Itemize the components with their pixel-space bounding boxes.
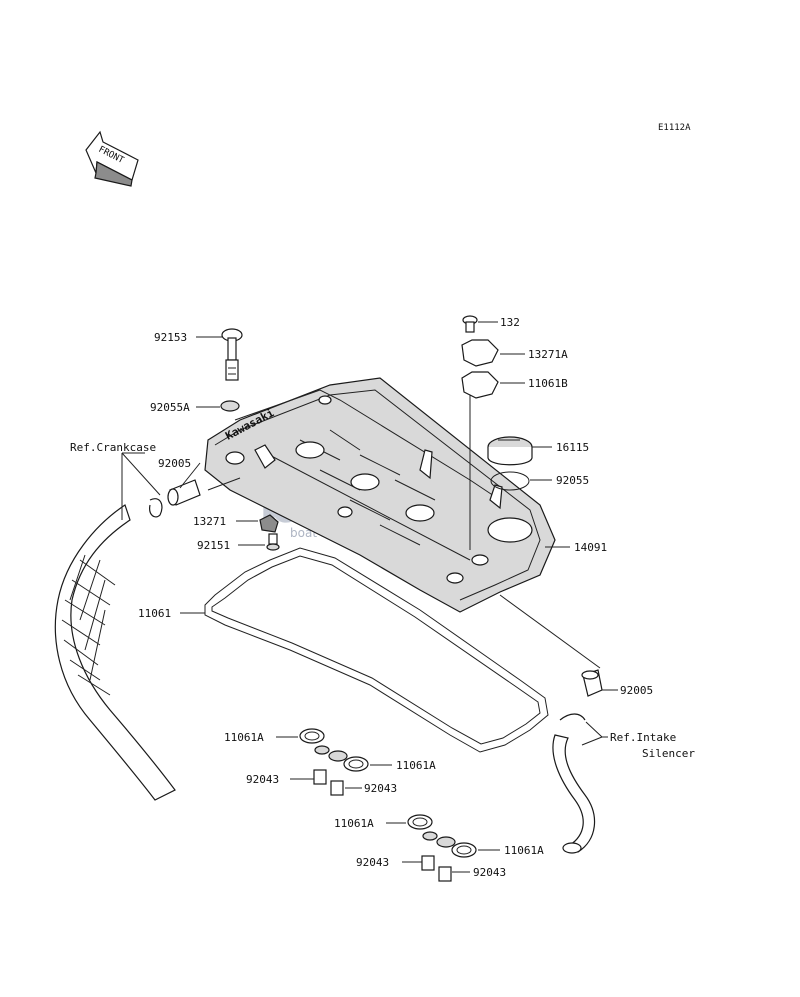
label-13271: 13271	[193, 515, 226, 528]
label-92005-top: 92005	[158, 457, 191, 470]
label-11061A-4: 11061A	[504, 844, 544, 857]
seal-group-lower	[407, 814, 477, 882]
gasket-part	[204, 547, 549, 753]
oil-filler-cap-16115-part	[487, 436, 533, 466]
label-92043-4: 92043	[473, 866, 506, 879]
label-92055: 92055	[556, 474, 589, 487]
seal-group-upper	[299, 728, 369, 796]
fitting-92005-part	[149, 479, 201, 518]
label-92153: 92153	[154, 331, 187, 344]
gasket-inner-edge	[211, 555, 541, 745]
label-92043-1: 92043	[246, 773, 279, 786]
label-16115: 16115	[556, 441, 589, 454]
cap-13271A-part	[461, 339, 499, 367]
label-92043-3: 92043	[356, 856, 389, 869]
label-ref-crankcase: Ref.Crankcase	[70, 441, 156, 454]
label-92005-right: 92005	[620, 684, 653, 697]
collar-92055A-part	[220, 400, 240, 412]
valve-cover-part: Kawasaki	[204, 377, 556, 613]
label-ref-intake: Ref.Intake	[610, 731, 676, 744]
leader-lines	[121, 321, 618, 873]
bolt-132-part	[462, 315, 478, 333]
label-132: 132	[500, 316, 520, 329]
bracket-13271-part	[259, 514, 279, 533]
o-ring-92055-part	[490, 471, 530, 491]
label-11061A-2: 11061A	[396, 759, 436, 772]
label-11061A-3: 11061A	[334, 817, 374, 830]
gasket-11061B-part	[461, 371, 499, 399]
fitting-92005-right-part	[581, 669, 603, 697]
intake-hose-part	[552, 713, 596, 854]
crankcase-hose-part	[54, 504, 176, 801]
label-92043-2: 92043	[364, 782, 397, 795]
label-92151: 92151	[197, 539, 230, 552]
label-11061A-1: 11061A	[224, 731, 264, 744]
front-arrow-icon: FRONT	[85, 130, 139, 187]
label-92055A: 92055A	[150, 401, 190, 414]
label-11061: 11061	[138, 607, 171, 620]
label-silencer: Silencer	[642, 747, 695, 760]
bolt-92153-part	[221, 328, 243, 381]
label-11061B: 11061B	[528, 377, 568, 390]
label-14091: 14091	[574, 541, 607, 554]
bolt-92151-part	[266, 533, 280, 551]
label-13271A: 13271A	[528, 348, 568, 361]
diagram-code: E1112A	[658, 123, 691, 133]
